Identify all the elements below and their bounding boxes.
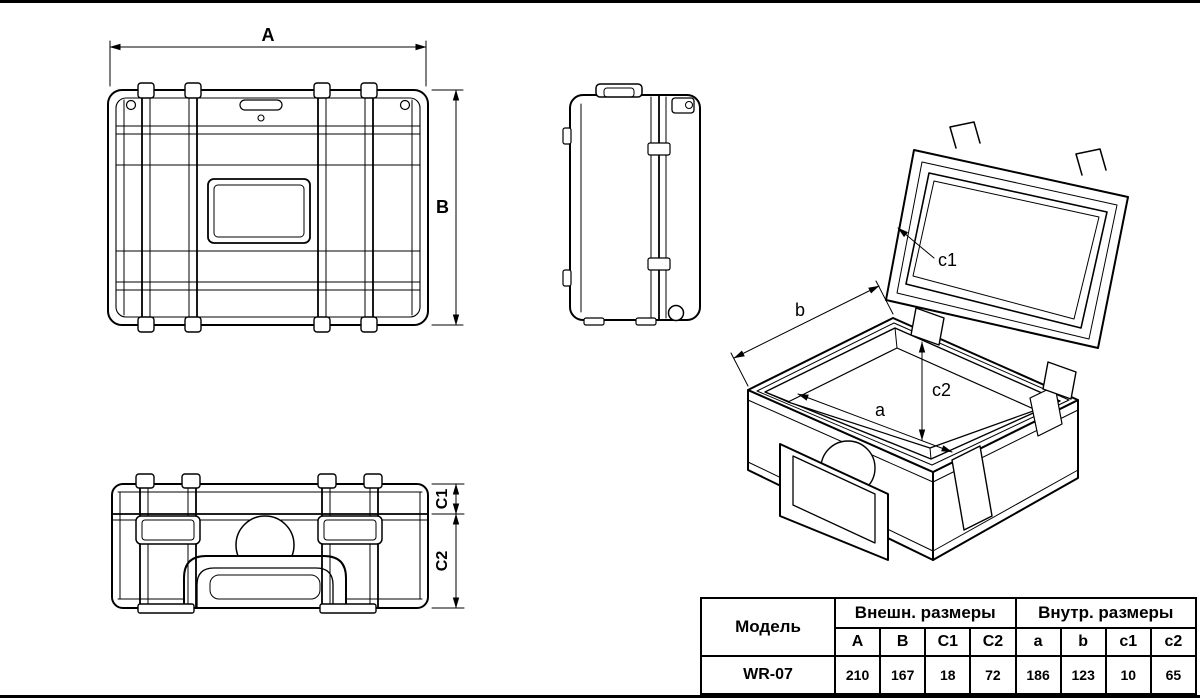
front-view-right-latch [317, 473, 383, 614]
top-view-screw-left [125, 99, 137, 111]
dim-label-b: b [795, 300, 805, 320]
table-col-header-C1: C1 [924, 627, 972, 657]
table-header-model: Модель [700, 597, 836, 657]
iso-hinge-latch-right [1042, 361, 1077, 400]
iso-hinge-latch-left [910, 307, 945, 346]
side-view [562, 83, 701, 326]
table-col-header-B: B [879, 627, 927, 657]
dimension-a [797, 393, 953, 453]
top-view-name-plate [207, 178, 311, 244]
table-col-header-b: b [1059, 627, 1107, 657]
dim-label-B: B [436, 197, 449, 217]
table-value-cell: 123 [1059, 655, 1107, 695]
table-header-outer-dimensions: Внешн. размеры [834, 597, 1017, 629]
top-view-valve-slot [239, 99, 283, 111]
table-value-cell: 65 [1149, 655, 1198, 695]
table-value-cell: 167 [879, 655, 927, 695]
dim-label-A: A [262, 25, 275, 45]
dimension-table: Модель Внешн. размеры Внутр. размеры A B… [700, 597, 1198, 695]
table-col-header-A: A [833, 627, 882, 657]
dim-label-c2: c2 [932, 380, 951, 400]
top-view [107, 82, 429, 333]
table-value-cell: 210 [833, 655, 882, 695]
top-view-valve-pin [257, 114, 265, 122]
dimension-A [109, 40, 427, 87]
table-value-cell: 186 [1014, 655, 1062, 695]
iso-base [747, 317, 1079, 561]
iso-view [730, 121, 1129, 561]
table-value-cell: 18 [924, 655, 972, 695]
table-header-inner-dimensions: Внутр. размеры [1014, 597, 1197, 629]
top-view-right-latch-strap [313, 82, 378, 333]
table-row: WR-07 210 167 18 72 186 123 10 65 [700, 655, 1198, 695]
iso-lid [885, 121, 1129, 349]
side-view-lid-clip [671, 97, 695, 114]
dimension-b [730, 280, 894, 387]
table-col-header-c1: c1 [1104, 627, 1152, 657]
table-col-header-c2: c2 [1149, 627, 1198, 657]
dim-label-C2: C2 [434, 551, 451, 572]
side-view-hinge-pin [667, 304, 685, 322]
front-view [111, 473, 429, 614]
dim-label-a: a [875, 400, 886, 420]
iso-lid-clamp-right [1075, 148, 1107, 176]
table-col-header-a: a [1014, 627, 1062, 657]
iso-front-latch [951, 445, 993, 531]
top-view-screw-right [399, 99, 411, 111]
dimension-C2 [431, 513, 465, 609]
front-view-handle [183, 555, 347, 608]
leader-c1 [897, 227, 935, 259]
table-model-value: WR-07 [700, 655, 836, 695]
iso-lid-clamp-left [949, 121, 981, 149]
dim-label-C1: C1 [434, 489, 451, 510]
dimension-B [431, 89, 464, 326]
top-view-left-latch-strap [137, 82, 202, 333]
front-view-left-latch [135, 473, 201, 614]
table-col-header-C2: C2 [969, 627, 1017, 657]
side-view-top-latch [595, 83, 643, 98]
table-value-cell: 72 [969, 655, 1017, 695]
iso-handle [779, 443, 889, 561]
dim-label-c1: c1 [938, 250, 957, 270]
table-value-cell: 10 [1104, 655, 1152, 695]
